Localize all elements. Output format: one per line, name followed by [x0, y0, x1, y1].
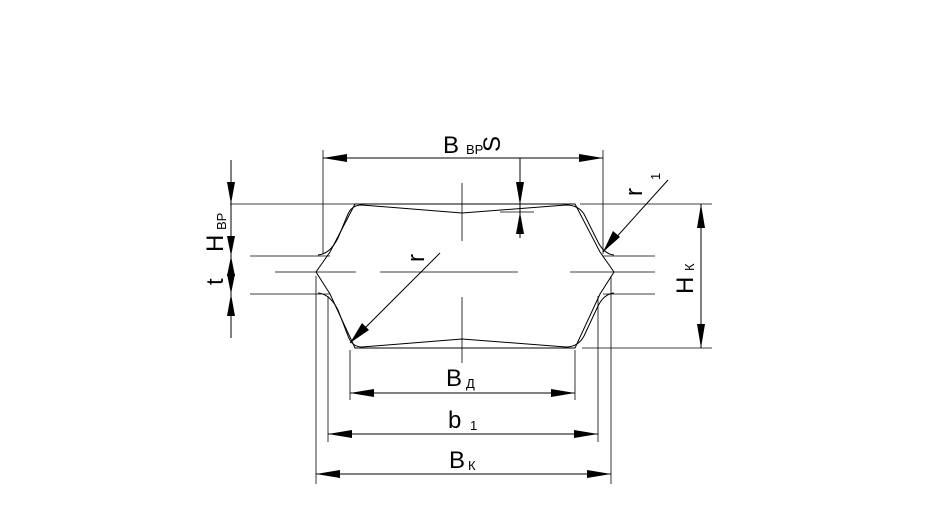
center-lines: [250, 183, 655, 363]
label-r1: r: [621, 188, 648, 196]
dimension-lines: [227, 154, 705, 478]
label-b-k-sub: К: [468, 458, 476, 473]
label-b-k: B: [449, 447, 465, 474]
label-b1-sub: 1: [470, 418, 477, 433]
label-h-k: H: [672, 277, 699, 294]
label-h-vr: H: [202, 235, 229, 252]
label-h-k-sub: К: [682, 263, 697, 271]
label-s: S: [479, 136, 506, 152]
label-r: r: [403, 254, 430, 262]
label-b-d: B: [446, 365, 462, 392]
label-b-d-sub: Д: [466, 376, 475, 391]
caliber-contour: [315, 203, 615, 349]
dimension-labels: B ВР S r 1 r H ВР t H К B Д b 1 B К: [202, 132, 699, 474]
label-t: t: [202, 278, 229, 285]
label-h-vr-sub: ВР: [214, 213, 229, 230]
label-r1-sub: 1: [648, 173, 663, 180]
label-b1: b: [448, 407, 461, 434]
label-b-vr: B: [443, 132, 459, 159]
section-contour: [317, 204, 615, 256]
label-b-vr-sub: ВР: [466, 142, 483, 157]
section-contour-bottom: [317, 292, 615, 348]
